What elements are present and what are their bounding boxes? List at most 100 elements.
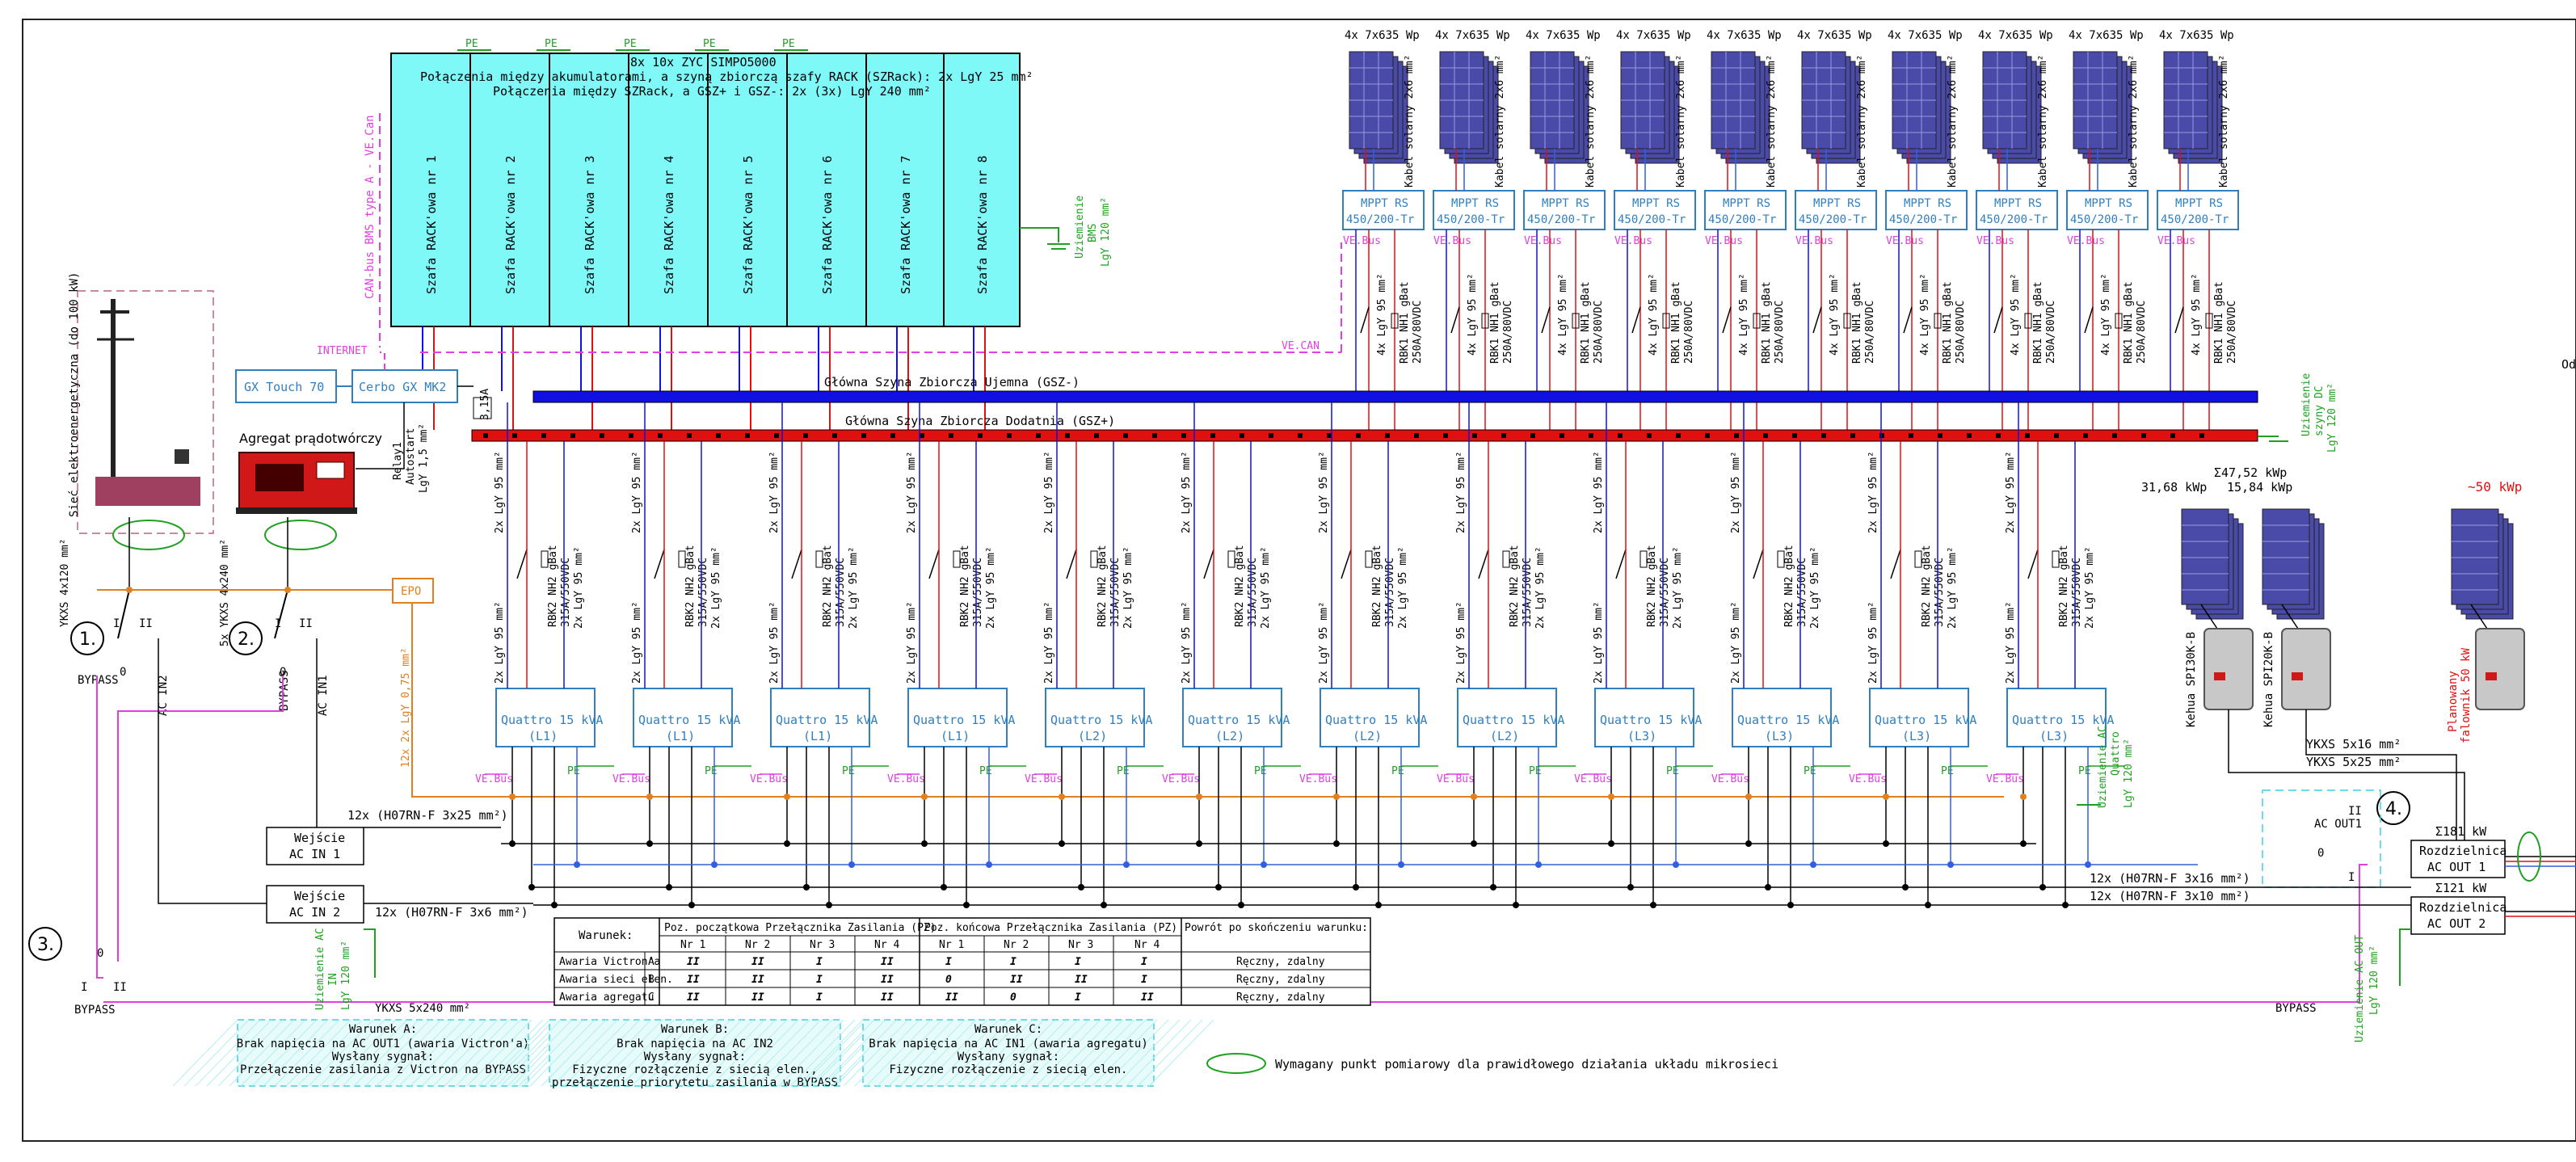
epo-junction: [921, 794, 928, 800]
bus-terminal: [1792, 433, 1797, 438]
quattro-dc-cable: 2x LgY 95 mm²: [1043, 451, 1055, 533]
mppt-fuse-label-2: 250A/80VDC: [1864, 301, 1876, 364]
condition-hatch: [478, 1019, 544, 1087]
mppt-box[interactable]: [1795, 190, 1877, 230]
condition-hatch: [608, 1019, 675, 1087]
mppt-box[interactable]: [2066, 190, 2149, 230]
ac-in2-cable: 12x (H07RN-F 3x6 mm²): [375, 905, 528, 920]
ac-in1-line2: AC IN 1: [289, 847, 340, 861]
mppt-fuse-label-1: RBK1 NH1 gBat: [1489, 281, 1501, 364]
quattro-box[interactable]: [1182, 688, 1282, 747]
bus-terminal: [1996, 433, 2001, 438]
bus-terminal: [1356, 433, 1361, 438]
bus-terminal: [1414, 433, 1419, 438]
mppt-fuse-label-1: RBK1 NH1 gBat: [2213, 281, 2225, 364]
quattro-fuse-switch: [2027, 549, 2039, 579]
quattro-vebus: VE.Bus: [887, 773, 925, 785]
bypass-label-2: BYPASS: [278, 670, 291, 711]
table-cell: I: [945, 956, 952, 968]
mppt-label-1: MPPT RS: [2085, 197, 2132, 210]
rack-pe-label: PE: [703, 38, 716, 50]
mppt-box[interactable]: [1704, 190, 1787, 230]
mppt-box[interactable]: [1433, 190, 1515, 230]
mppt-vebus: VE.Bus: [2157, 235, 2195, 247]
mppt-box[interactable]: [1976, 190, 2058, 230]
ac-in1-box[interactable]: [266, 827, 364, 865]
condition-hatch: [183, 1019, 250, 1087]
quattro-fuse-switch: [1478, 549, 1489, 579]
drawing-frame: [22, 19, 2576, 1142]
rack-block-outline: [390, 53, 1021, 327]
epo-box[interactable]: [392, 578, 434, 604]
legend-measurement-icon: [1206, 1053, 1266, 1074]
quattro-dc-cable: 2x LgY 95 mm²: [1593, 451, 1605, 533]
rack-pe-label: PE: [782, 38, 795, 50]
table-cell: II: [945, 991, 958, 1004]
mppt-label-2: 450/200-Tr: [1980, 213, 2048, 226]
ac-junction: [528, 884, 535, 890]
ac-in1-wire: [267, 638, 318, 844]
mppt-box[interactable]: [1342, 190, 1425, 230]
table-cell: I: [1141, 956, 1147, 968]
pv-array-label: 4x 7x635 Wp: [1707, 29, 1782, 42]
rozdzielnica-2-box[interactable]: [2410, 896, 2506, 935]
bus-terminal: [1705, 433, 1710, 438]
quattro-pe: PE: [567, 765, 580, 777]
quattro-box[interactable]: [495, 688, 596, 747]
quattro-dc-cable-3: 2x LgY 95 mm²: [1534, 546, 1547, 629]
quattro-fuse-label-2: 315A/550VDC: [1659, 558, 1671, 627]
negative-busbar-label: Główna Szyna Zbiorcza Ujemna (GSZ-): [824, 375, 1080, 389]
quattro-phase: (L3): [1627, 729, 1656, 743]
condition-hatch: [899, 1019, 966, 1087]
quattro-fuse-symbol: [1502, 550, 1510, 568]
bus-terminal: [1734, 433, 1739, 438]
acin-ground-3: LgY 120 mm²: [340, 941, 352, 1010]
condition-line: Fizyczne rozłączenie z siecią elen.,: [572, 1063, 817, 1076]
condition-hatch: [1080, 1019, 1147, 1087]
pv-cable-label: Kabel solarny 2x6 mm²: [2037, 55, 2049, 187]
table-header-return: Powrót po skończeniu warunku:: [1185, 922, 1368, 934]
condition-hatch: [195, 1019, 261, 1087]
condition-hatch: [330, 1019, 397, 1087]
fuse-symbol: [2205, 313, 2213, 329]
quattro-box[interactable]: [1320, 688, 1420, 747]
bus-terminal: [1530, 433, 1535, 438]
rozdzielnica-1-box[interactable]: [2410, 840, 2506, 878]
mppt-fuse-label-1: RBK1 NH1 gBat: [1399, 281, 1411, 364]
ac-in2-box[interactable]: [266, 885, 364, 924]
quattro-fuse-label-1: RBK2 NH2 gBat: [2058, 545, 2070, 627]
quattro-box[interactable]: [1732, 688, 1832, 747]
quattro-box[interactable]: [1594, 688, 1694, 747]
table-subheader: Nr 4: [874, 939, 899, 951]
mppt-box[interactable]: [1885, 190, 1968, 230]
quattro-fuse-label-2: 315A/550VDC: [1522, 558, 1534, 627]
table-cell: I: [1141, 974, 1147, 986]
pv-array-label: 4x 7x635 Wp: [2159, 29, 2234, 42]
quattro-box[interactable]: [770, 688, 870, 747]
condition-title: Warunek C:: [974, 1023, 1042, 1036]
quattro-fuse-symbol: [1777, 550, 1785, 568]
quattro-box[interactable]: [2006, 688, 2107, 747]
mppt-box[interactable]: [2157, 190, 2239, 230]
rack-interconnect-2: Połączenia między SZRack, a GSZ+ i GSZ-:…: [493, 84, 931, 99]
quattro-fuse-label-2: 315A/550VDC: [835, 558, 847, 627]
rack-cabinet-label: Szafa RACK'owa nr 4: [662, 155, 676, 294]
quattro-box[interactable]: [1869, 688, 1969, 747]
marker-1-label: 1.: [79, 629, 96, 650]
condition-hatch: [410, 1019, 476, 1087]
ac-in1-line1: Wejście: [294, 831, 345, 845]
mppt-box[interactable]: [1523, 190, 1606, 230]
fuse-symbol: [2024, 313, 2032, 329]
mppt-box[interactable]: [1614, 190, 1696, 230]
quattro-box[interactable]: [633, 688, 733, 747]
quattro-dc-cable: 2x LgY 95 mm²: [494, 451, 506, 533]
quattro-box[interactable]: [1457, 688, 1557, 747]
quattro-pe: PE: [1941, 765, 1954, 777]
condition-hatch: [688, 1019, 754, 1087]
pv-cable-label: Kabel solarny 2x6 mm²: [1585, 55, 1597, 187]
genset-measurement-point: [264, 520, 337, 550]
quattro-box[interactable]: [907, 688, 1008, 747]
table-row-name: Awaria Victron'a: [559, 956, 660, 968]
quattro-box[interactable]: [1045, 688, 1145, 747]
